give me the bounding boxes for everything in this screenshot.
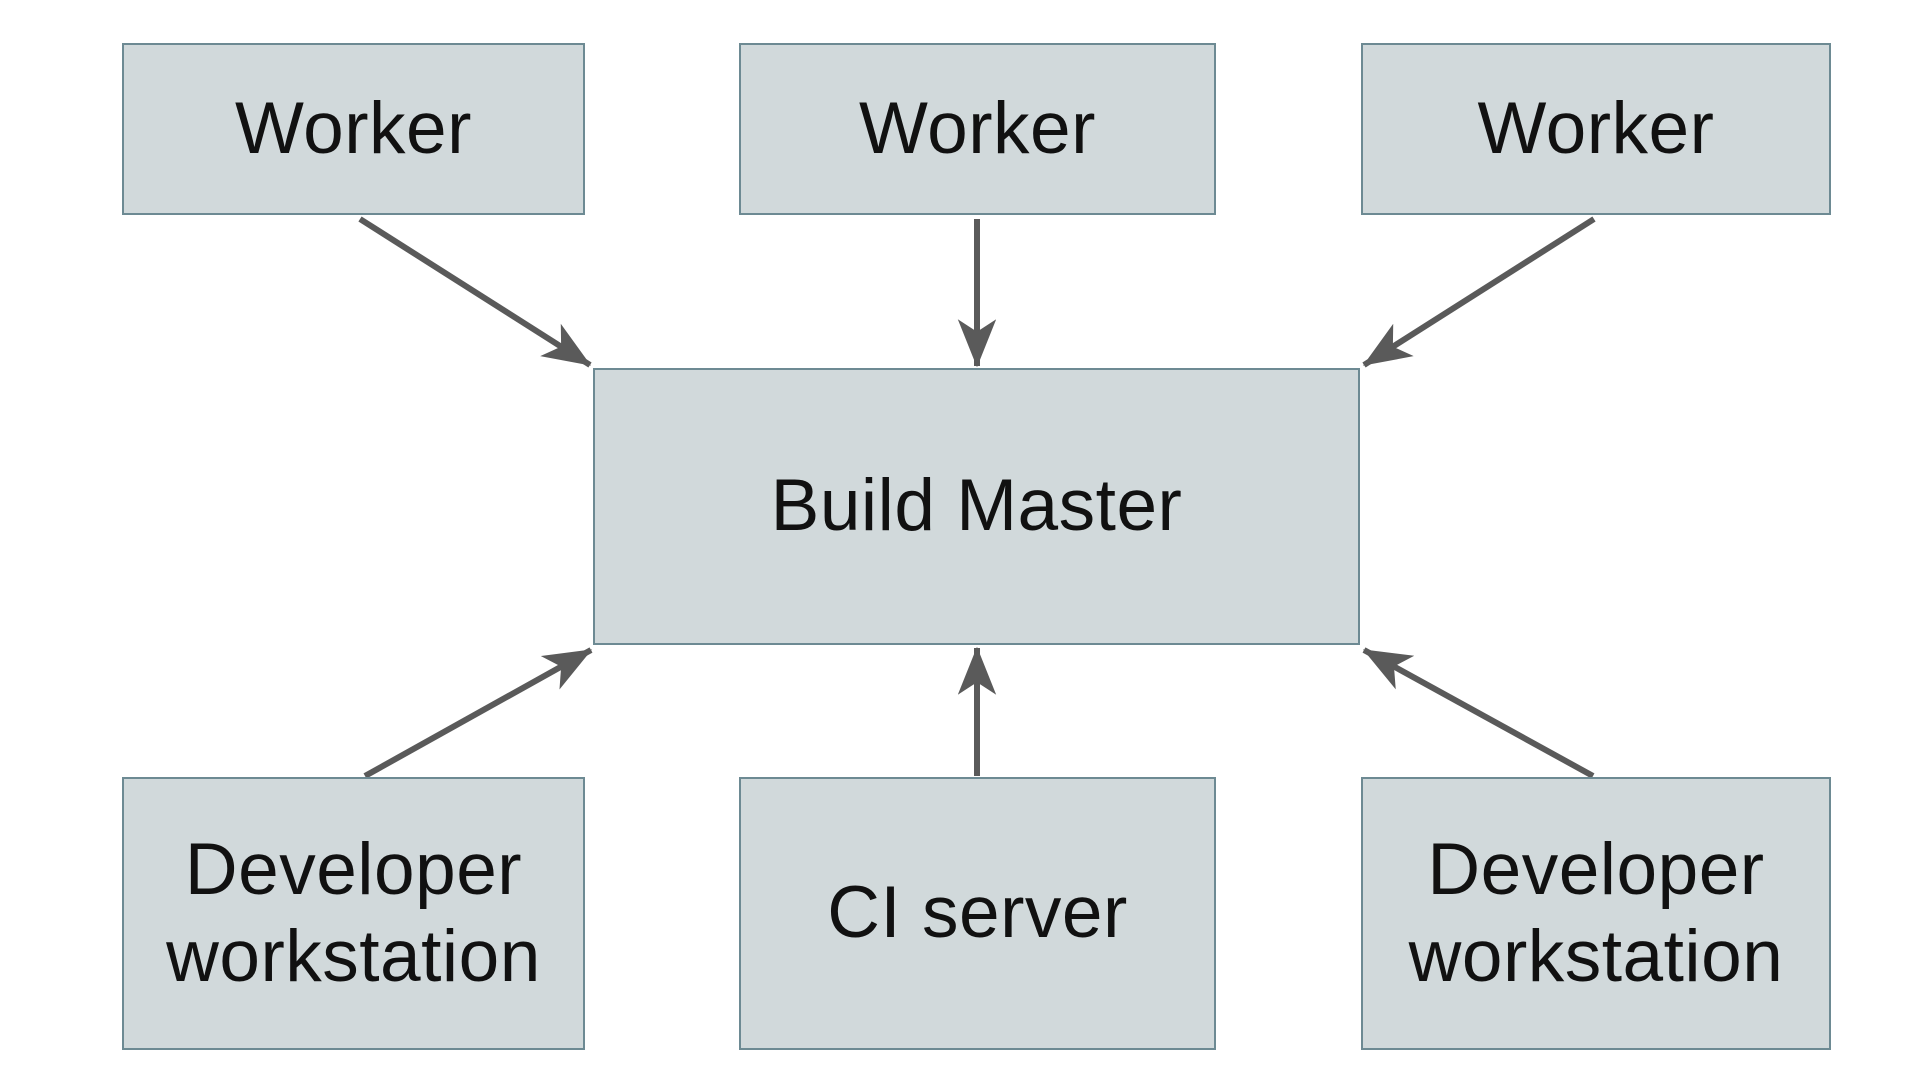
node-developer-workstation-right: Developer workstation: [1361, 777, 1831, 1050]
node-developer-workstation-left-label: Developer workstation: [166, 829, 541, 997]
arrow-worker1-to-build-master: [358, 216, 592, 368]
node-developer-workstation-right-label: Developer workstation: [1408, 829, 1784, 997]
node-build-master: Build Master: [593, 368, 1360, 645]
arrow-worker3-to-build-master: [1362, 216, 1596, 368]
node-worker-center: Worker: [739, 43, 1216, 215]
node-worker-right: Worker: [1361, 43, 1831, 215]
node-worker-center-label: Worker: [859, 87, 1096, 169]
arrow-dev-left-to-build-master: [363, 647, 593, 779]
node-build-master-label: Build Master: [770, 465, 1183, 547]
node-worker-left: Worker: [122, 43, 585, 215]
node-worker-right-label: Worker: [1477, 87, 1715, 169]
node-worker-left-label: Worker: [235, 87, 472, 169]
node-ci-server: CI server: [739, 777, 1216, 1050]
node-developer-workstation-left: Developer workstation: [122, 777, 585, 1050]
arrow-dev-right-to-build-master: [1362, 647, 1595, 779]
node-ci-server-label: CI server: [827, 872, 1128, 954]
